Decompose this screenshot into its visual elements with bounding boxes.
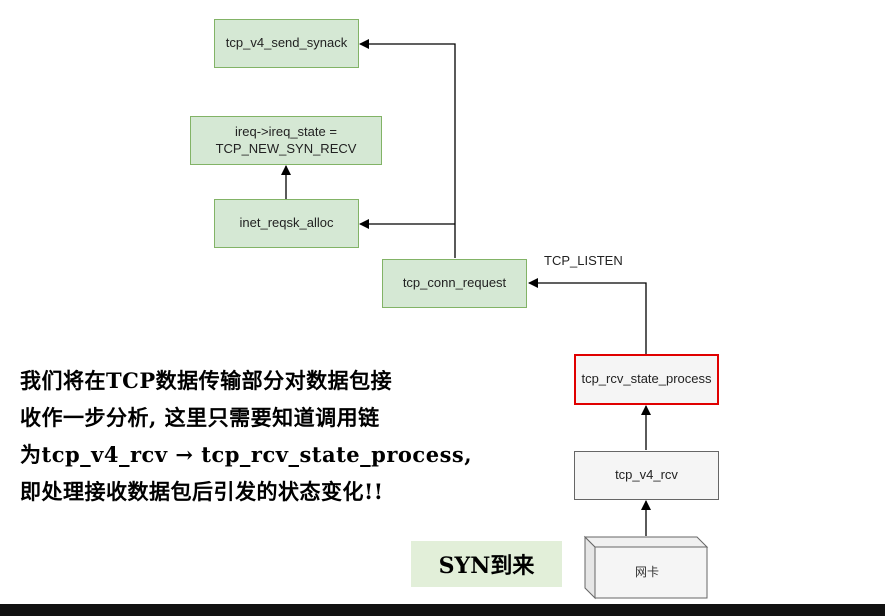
node-tcp-v4-rcv: tcp_v4_rcv (574, 451, 719, 500)
node-label-line-2: TCP_NEW_SYN_RECV (215, 140, 357, 156)
node-label: tcp_conn_request (402, 275, 507, 291)
node-tcp-v4-send-synack: tcp_v4_send_synack (214, 19, 359, 68)
node-label: tcp_v4_rcv (615, 467, 678, 483)
edge-label-tcp-listen: TCP_LISTEN (544, 253, 623, 268)
node-label: inet_reqsk_alloc (239, 215, 334, 231)
note-line-2: 收作一步分析, 这里只需要知道调用链 (20, 405, 380, 430)
node-tcp-rcv-state-process: tcp_rcv_state_process (574, 354, 719, 405)
node-tcp-conn-request: tcp_conn_request (382, 259, 527, 308)
edge-conn-request-to-send-synack (359, 39, 456, 258)
bottom-divider (0, 604, 885, 616)
edge-rcv-state-process-to-conn-request (528, 278, 647, 354)
node-label: tcp_v4_send_synack (225, 35, 348, 51)
nic-label: 网卡 (634, 564, 659, 579)
note-line-3: 为tcp_v4_rcv → tcp_rcv_state_process, (20, 442, 473, 467)
explanation-note: 我们将在TCP数据传输部分对数据包接 收作一步分析, 这里只需要知道调用链 为t… (20, 362, 472, 510)
node-label: tcp_rcv_state_process (581, 371, 712, 387)
nic-box (583, 535, 709, 600)
note-line-4: 即处理接收数据包后引发的状态变化!! (20, 479, 384, 504)
node-inet-reqsk-alloc: inet_reqsk_alloc (214, 199, 359, 248)
node-ireq-state: ireq->ireq_state = TCP_NEW_SYN_RECV (190, 116, 382, 165)
node-label-line-1: ireq->ireq_state = (235, 123, 337, 139)
note-line-1: 我们将在TCP数据传输部分对数据包接 (20, 368, 393, 393)
syn-arrival-badge: SYN到来 (411, 541, 562, 587)
